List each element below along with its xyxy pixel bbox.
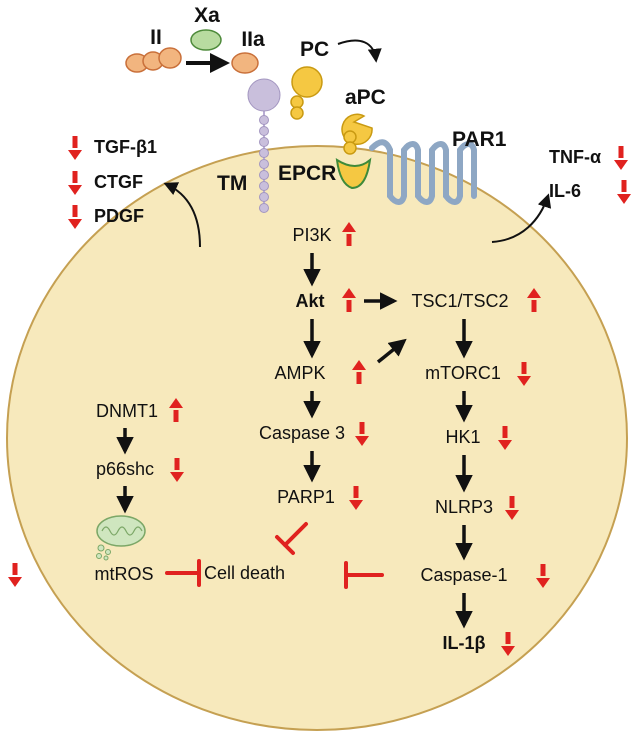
center-node-label: Caspase 3 [259, 423, 345, 443]
center-down-arrow-icon [355, 422, 369, 446]
left-node-label: p66shc [96, 459, 154, 479]
center-down-arrow-icon [349, 486, 363, 510]
fibrosis-factor-label: TGF-β1 [94, 137, 157, 157]
center-up-arrow-icon [352, 360, 366, 384]
fibrosis-factor-label: CTGF [94, 172, 143, 192]
cell-death-label: Cell death [204, 563, 285, 583]
cytokine-output-arrow [491, 193, 552, 243]
cytokine-label: IL-6 [549, 181, 581, 201]
factor-ii-shape [125, 47, 182, 73]
par1-shape [369, 139, 477, 205]
right-node-label: Caspase-1 [420, 565, 507, 585]
left-down-arrow-icon [8, 563, 22, 587]
mitochondrion-icon [96, 515, 146, 561]
fibrosis-down-arrow-icon [68, 136, 82, 160]
cell-body [6, 145, 628, 731]
right-up-arrow-icon [527, 288, 541, 312]
apc-shape [341, 113, 373, 155]
center-up-arrow-icon [342, 222, 356, 246]
protein-c-shape [290, 66, 323, 120]
right-down-arrow-icon [536, 564, 550, 588]
factor-xa-shape [190, 29, 222, 51]
center-node-label: AMPK [274, 363, 325, 383]
cytokine-down-arrow-icon [614, 146, 628, 170]
right-down-arrow-icon [517, 362, 531, 386]
right-node-label: IL-1β [443, 633, 486, 653]
par1-label: PAR1 [452, 128, 507, 151]
center-node-label: PARP1 [277, 487, 335, 507]
factor-iia-label: IIa [241, 28, 265, 51]
factor-iia-shape [231, 52, 259, 74]
epcr-shape [335, 157, 372, 190]
right-node-label: TSC1/TSC2 [411, 291, 508, 311]
right-node-label: mTORC1 [425, 363, 501, 383]
tm-label: TM [217, 172, 247, 195]
tm-shape [247, 78, 281, 213]
right-node-label: HK1 [445, 427, 480, 447]
center-up-arrow-icon [342, 288, 356, 312]
fibrosis-output-arrow [163, 182, 201, 248]
inhibition-caspase1-cell-death [344, 561, 384, 589]
right-down-arrow-icon [505, 496, 519, 520]
left-down-arrow-icon [170, 458, 184, 482]
factor-ii-label: II [150, 26, 162, 49]
right-node-label: NLRP3 [435, 497, 493, 517]
pc-activation-arrow [337, 39, 382, 63]
center-node-label: PI3K [292, 225, 331, 245]
fibrosis-down-arrow-icon [68, 205, 82, 229]
apc-label: aPC [345, 86, 386, 109]
epcr-label: EPCR [278, 162, 336, 185]
center-node-label: Akt [295, 291, 324, 311]
right-down-arrow-icon [501, 632, 515, 656]
ampk-to-tsc-arrow [376, 338, 407, 364]
factor-xa-label: Xa [194, 4, 220, 27]
left-up-arrow-icon [169, 398, 183, 422]
cytokine-down-arrow-icon [617, 180, 631, 204]
left-node-label: DNMT1 [96, 401, 158, 421]
inhibition-parp1-cell-death [275, 522, 308, 555]
left-node-label: mtROS [94, 564, 153, 584]
pc-label: PC [300, 38, 329, 61]
fibrosis-factor-label: PDGF [94, 206, 144, 226]
cytokine-label: TNF-α [549, 147, 601, 167]
fibrosis-down-arrow-icon [68, 171, 82, 195]
inhibition-mtros-cell-death [165, 559, 201, 587]
right-down-arrow-icon [498, 426, 512, 450]
